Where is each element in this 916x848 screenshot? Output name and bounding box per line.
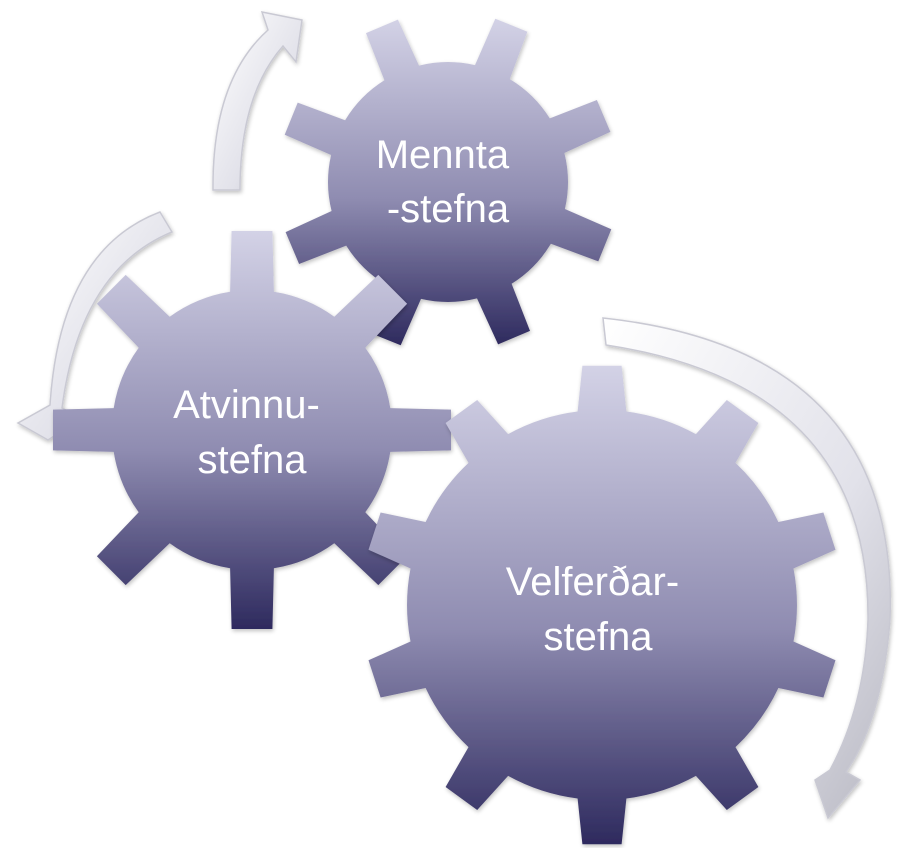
gear-label-line1: Mennta	[376, 133, 510, 177]
gear-label: Atvinnu- stefna	[173, 383, 331, 482]
arrow-right	[602, 317, 892, 820]
gear-shape	[284, 18, 612, 346]
gear-label-line2: -stefna	[387, 187, 510, 231]
gear-label-line1: Atvinnu-	[173, 383, 320, 427]
gear-velferdar: Velferðar- stefna	[368, 365, 836, 845]
gear-label-line1: Velferðar-	[506, 560, 679, 604]
gear-atvinnu: Atvinnu- stefna	[53, 231, 451, 629]
gear-label-line2: stefna	[198, 438, 308, 482]
gear-label-line2: stefna	[544, 615, 654, 659]
arrow-top-left	[212, 11, 303, 191]
gear-mennta: Mennta -stefna	[284, 18, 612, 346]
gear-label: Velferðar- stefna	[506, 560, 691, 659]
gear-shape	[53, 231, 451, 629]
gear-label: Mennta -stefna	[376, 133, 521, 231]
gear-shape	[368, 365, 836, 845]
